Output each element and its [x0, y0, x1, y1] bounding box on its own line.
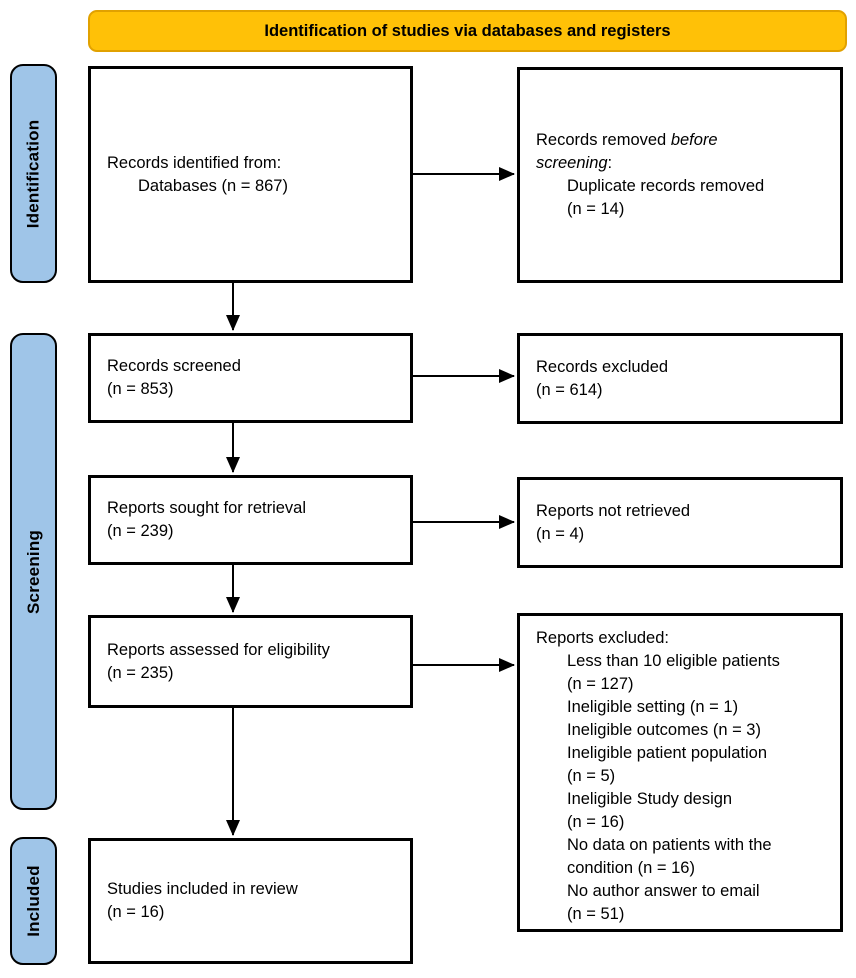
box-text-line: Less than 10 eligible patients: [567, 652, 780, 670]
box-text-line: Ineligible setting (n = 1): [567, 698, 739, 716]
box-records-identified: Records identified from: Databases (n = …: [88, 66, 413, 283]
box-studies-included-in-review: Studies included in review (n = 16): [88, 838, 413, 964]
box-text-line: screening:: [536, 154, 613, 172]
box-text-line: (n = 5): [567, 767, 616, 785]
box-text-line: (n = 4): [536, 524, 585, 543]
phase-bar-screening: Screening: [10, 333, 57, 810]
box-text-line: (n = 853): [107, 380, 174, 398]
box-text-line: (n = 16): [567, 813, 625, 831]
box-text-line: (n = 127): [567, 675, 634, 693]
banner-label: Identification of studies via databases …: [264, 21, 671, 40]
phase-label-screening: Screening: [23, 529, 43, 614]
box-reports-assessed-for-eligibility: Reports assessed for eligibility (n = 23…: [88, 615, 413, 708]
phase-label-identification: Identification: [23, 119, 43, 228]
box-text-line: Studies included in review: [107, 880, 298, 898]
box-text-line: Reports assessed for eligibility: [107, 640, 330, 659]
box-text-line: (n = 239): [107, 522, 174, 540]
box-records-removed-before-screening: Records removed before screening: Duplic…: [517, 67, 843, 283]
box-records-excluded: Records excluded (n = 614): [517, 333, 843, 424]
box-text-line: Ineligible Study design: [567, 790, 733, 808]
box-reports-excluded: Reports excluded: Less than 10 eligible …: [517, 613, 843, 932]
box-text-line: No data on patients with the: [567, 836, 772, 854]
box-text-line: Databases (n = 867): [138, 176, 288, 195]
phase-bar-included: Included: [10, 837, 57, 965]
box-text-line: No author answer to email: [567, 882, 760, 900]
phase-bar-identification: Identification: [10, 64, 57, 283]
box-text-line: (n = 614): [536, 380, 603, 399]
box-text-line: Records identified from:: [107, 153, 282, 172]
box-text-line: Ineligible outcomes (n = 3): [567, 721, 761, 739]
box-text-line: Records excluded: [536, 357, 669, 376]
box-text-line: (n = 235): [107, 663, 174, 682]
box-text-line: Duplicate records removed: [567, 177, 765, 195]
box-text-line: Records removed before: [536, 131, 718, 149]
box-text-line: Records screened: [107, 357, 241, 375]
box-text-line: condition (n = 16): [567, 859, 695, 877]
box-records-screened: Records screened (n = 853): [88, 333, 413, 423]
box-text-line: Reports sought for retrieval: [107, 499, 307, 517]
box-reports-not-retrieved: Reports not retrieved (n = 4): [517, 477, 843, 568]
box-reports-sought-for-retrieval: Reports sought for retrieval (n = 239): [88, 475, 413, 565]
phase-label-included: Included: [23, 865, 43, 937]
box-text-line: Reports not retrieved: [536, 501, 691, 520]
banner-identification-of-studies: Identification of studies via databases …: [88, 10, 847, 52]
box-text-line: (n = 51): [567, 905, 625, 923]
box-text-line: Ineligible patient population: [567, 744, 767, 762]
box-text-line: (n = 16): [107, 903, 165, 921]
box-text-line: Reports excluded:: [536, 629, 669, 647]
box-text-line: (n = 14): [567, 200, 625, 218]
